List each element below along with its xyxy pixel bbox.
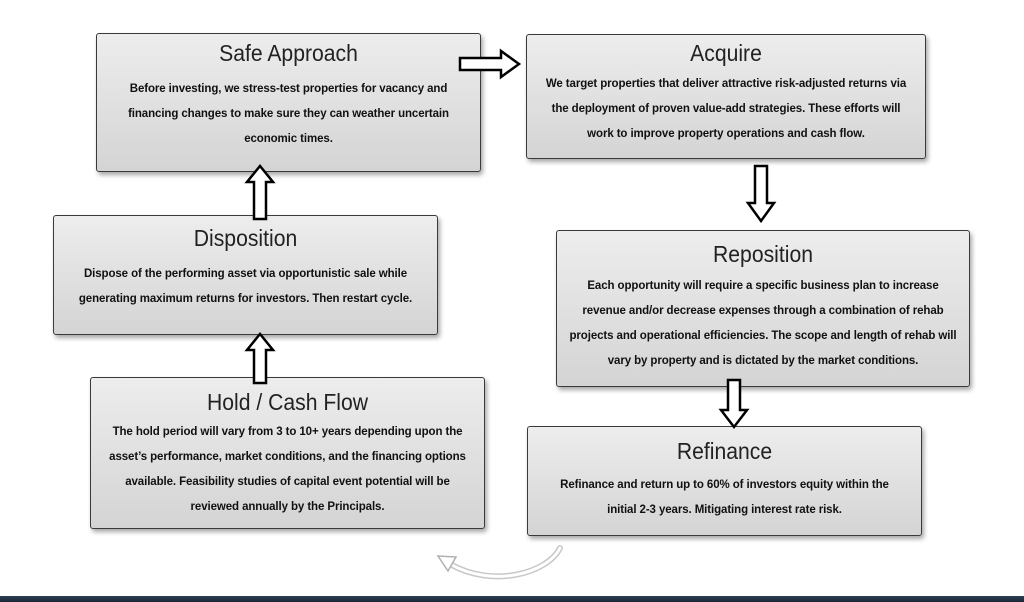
acquire-text-line: work to improve property operations and … [587, 128, 865, 140]
down-arrow-icon [745, 164, 777, 224]
reposition-text-line: revenue and/or decrease expenses through… [582, 305, 944, 317]
hold-cash-flow-text-line: The hold period will vary from 3 to 10+ … [112, 426, 463, 438]
hold-cash-flow-title: Hold / Cash Flow [206, 389, 369, 415]
safe-approach-box: Safe Approach Before investing, we stres… [96, 33, 481, 172]
refinance-title: Refinance [676, 438, 773, 464]
reposition-text-line: projects and operational efficiencies. T… [569, 330, 957, 342]
refinance-text-line: Refinance and return up to 60% of invest… [560, 479, 889, 491]
hold-cash-flow-text-line: reviewed annually by the Principals. [190, 501, 385, 513]
disposition-text-line: Dispose of the performing asset via oppo… [83, 268, 408, 280]
disposition-title: Disposition [193, 225, 298, 251]
reposition-box: Reposition Each opportunity will require… [556, 230, 970, 387]
hold-cash-flow-text-line: available. Feasibility studies of capita… [125, 476, 450, 488]
curved-return-arrow-icon [436, 545, 563, 580]
refinance-text-line: initial 2-3 years. Mitigating interest r… [607, 504, 842, 516]
right-arrow-icon [458, 48, 522, 80]
safe-approach-text-line: economic times. [244, 133, 333, 145]
refinance-box: Refinance Refinance and return up to 60%… [527, 426, 922, 536]
reposition-text-line: vary by property and is dictated by the … [607, 355, 919, 367]
reposition-title: Reposition [713, 241, 813, 267]
acquire-box: Acquire We target properties that delive… [526, 34, 926, 159]
reposition-text-line: Each opportunity will require a specific… [587, 280, 939, 292]
disposition-text-line: generating maximum returns for investors… [78, 293, 413, 305]
safe-approach-title: Safe Approach [219, 40, 358, 66]
safe-approach-text-line: financing changes to make sure they can … [128, 108, 449, 120]
acquire-text-line: We target properties that deliver attrac… [545, 78, 907, 90]
hold-cash-flow-box: Hold / Cash Flow The hold period will va… [90, 377, 485, 529]
safe-approach-text-line: Before investing, we stress-test propert… [129, 83, 448, 95]
hold-cash-flow-text-line: asset’s performance, market conditions, … [109, 451, 466, 463]
up-arrow-icon [244, 164, 276, 221]
footer-bar [0, 596, 1024, 602]
acquire-text-line: the deployment of proven value-add strat… [551, 103, 901, 115]
down-arrow-icon [718, 378, 750, 430]
up-arrow-icon [244, 332, 276, 385]
acquire-title: Acquire [690, 40, 762, 66]
disposition-box: Disposition Dispose of the performing as… [53, 215, 438, 335]
